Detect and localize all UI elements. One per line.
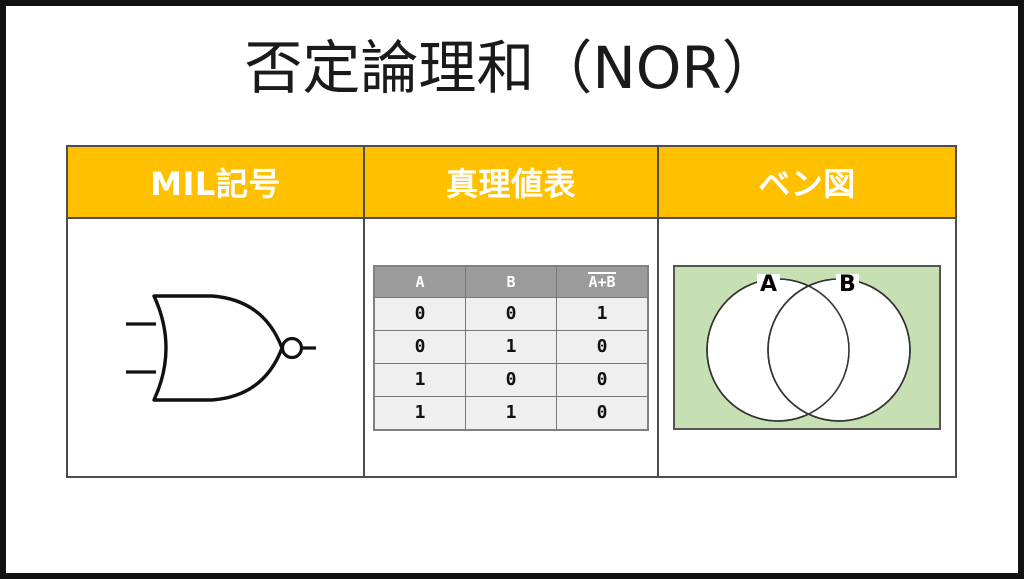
result-expression: A+B [588,272,616,291]
truth-table: A B A+B 0 0 1 [373,264,649,431]
venn-label-b: B [836,274,859,296]
table-row: 0 0 1 [373,296,649,331]
truth-cell-b: 1 [465,329,557,364]
column-header-venn-diagram: ベン図 [659,147,955,219]
column-header-mil-symbol: MIL記号 [68,147,365,219]
truth-table-header-a: A [373,265,466,298]
table-row: 0 1 0 [373,329,649,364]
table-header-row: MIL記号 真理値表 ベン図 [68,147,955,219]
truth-table-header-b: B [465,265,557,298]
column-header-truth-table: 真理値表 [365,147,659,219]
truth-cell-a: 0 [373,296,466,331]
truth-cell-a: 1 [373,362,466,397]
truth-table-cell: A B A+B 0 0 1 [365,219,659,476]
table-row: 1 1 0 [373,395,649,430]
page-title: 否定論理和（NOR） [244,34,780,102]
table-body-row: A B A+B 0 0 1 [68,219,955,476]
venn-label-a: A [757,274,781,296]
venn-graphic [673,265,941,430]
truth-cell-b: 0 [465,362,557,397]
truth-cell-b: 0 [465,296,557,331]
venn-diagram-cell: A B [659,219,955,476]
truth-cell-result: 0 [556,329,649,364]
truth-table-header-result: A+B [556,265,649,298]
truth-cell-a: 1 [373,395,466,430]
table-row: 1 0 0 [373,362,649,397]
venn-diagram: A B [673,265,941,430]
truth-cell-result: 0 [556,395,649,430]
truth-cell-b: 1 [465,395,557,430]
truth-cell-result: 0 [556,362,649,397]
truth-table-header-row: A B A+B [373,265,649,298]
mil-symbol-cell [68,219,365,476]
logic-gate-table: MIL記号 真理値表 ベン図 [66,145,957,478]
truth-cell-a: 0 [373,329,466,364]
nor-gate-icon [125,293,316,402]
truth-cell-result: 1 [556,296,649,331]
